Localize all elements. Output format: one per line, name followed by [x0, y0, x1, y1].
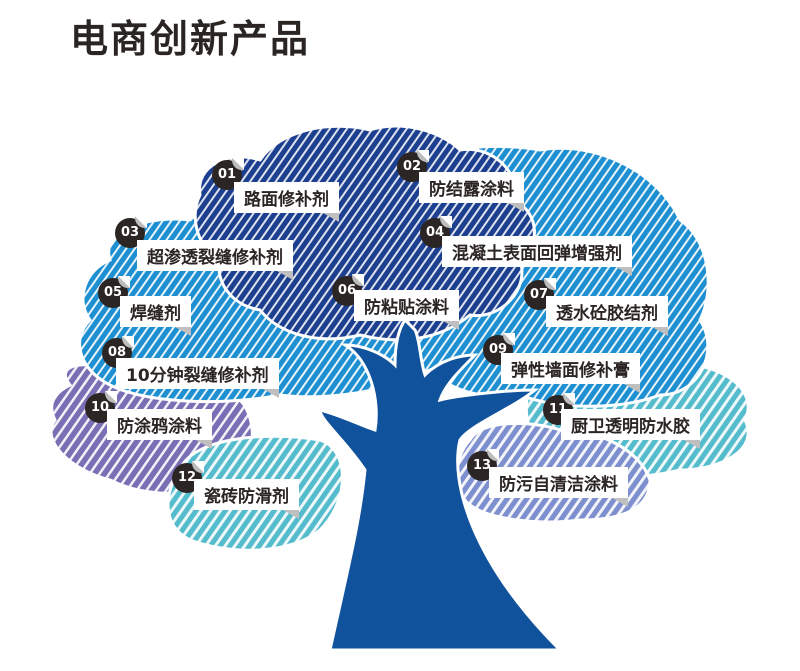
product-label: 10分钟裂缝修补剂 [116, 358, 279, 398]
product-label: 瓷砖防滑剂 [194, 479, 299, 519]
badge-number: 05 [98, 276, 130, 308]
product-label: 防结露涂料 [419, 172, 524, 212]
badge-number: 09 [483, 333, 515, 365]
badge-number: 10 [85, 391, 117, 423]
badge-number: 02 [397, 150, 429, 182]
page-title: 电商创新产品 [70, 17, 311, 61]
product-label: 混凝土表面回弹增强剂 [442, 236, 632, 276]
product-label: 防涂鸦涂料 [107, 409, 212, 449]
tree-trunk [318, 317, 564, 652]
product-label: 弹性墙面修补膏 [501, 353, 640, 393]
product-label: 透水砼胶结剂 [546, 296, 668, 336]
product-label: 路面修补剂 [234, 182, 339, 222]
product-label: 防污自清洁涂料 [489, 467, 628, 507]
product-label: 厨卫透明防水胶 [561, 409, 700, 449]
product-label: 超渗透裂缝修补剂 [137, 240, 293, 280]
product-label: 焊缝剂 [120, 296, 191, 336]
product-label: 防粘贴涂料 [354, 290, 459, 330]
